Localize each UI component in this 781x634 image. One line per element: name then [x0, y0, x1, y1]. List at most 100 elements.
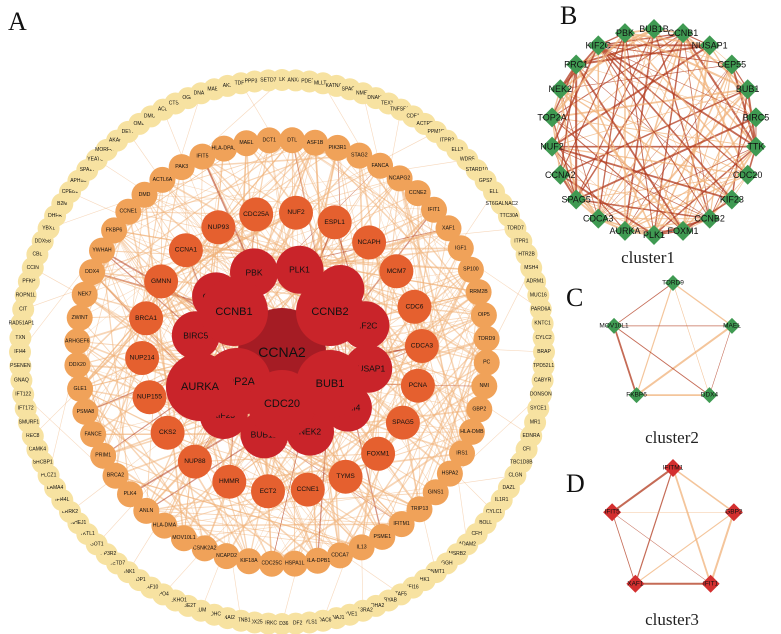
- node-circle: [72, 398, 99, 425]
- node-circle: [79, 259, 106, 286]
- node-bub1: BUB1: [736, 79, 759, 100]
- node-oip5: OIP5: [470, 302, 497, 329]
- node-label: PLCZ1: [41, 473, 57, 479]
- cluster-edge: [598, 88, 748, 219]
- cluster-edge: [559, 32, 626, 176]
- node-fkbp6: FKBP6: [626, 387, 647, 404]
- node-circle: [168, 233, 203, 268]
- node-spag5: SPAG5: [385, 405, 420, 440]
- node-circle: [324, 134, 351, 161]
- node-label: CDCA7: [331, 552, 349, 558]
- node-circle: [133, 497, 160, 524]
- node-label: TDRD9: [478, 336, 495, 342]
- network-edge: [218, 147, 338, 228]
- node-label: ELL3: [451, 147, 463, 153]
- node-label: CRYAB: [380, 598, 397, 604]
- node-label: PC: [483, 360, 490, 366]
- node-circle: [149, 166, 176, 193]
- node-label: BUB1: [316, 378, 345, 390]
- network-edge: [267, 361, 488, 492]
- node-sp100: SP100: [457, 256, 484, 283]
- node-label: IFIT5: [196, 154, 208, 160]
- node-label: CDC6: [406, 303, 424, 310]
- cluster-edge: [597, 33, 626, 219]
- node-label: CDC20: [733, 170, 763, 180]
- node-label: CDC25A: [243, 211, 270, 218]
- node-ncapg2: NCAPG2: [386, 165, 413, 192]
- node-label: PLK1: [643, 230, 665, 240]
- node-circle: [151, 512, 178, 539]
- node-circle: [279, 127, 306, 154]
- node-label: SYCE1: [530, 406, 547, 412]
- cluster-edge: [559, 89, 599, 219]
- cluster-edge: [730, 64, 757, 147]
- node-label: KIF23: [720, 194, 744, 204]
- node-kif18a: KIF18A: [235, 548, 262, 575]
- node-label: XAF1: [442, 225, 455, 231]
- node-xaf1: XAF1: [626, 574, 645, 593]
- node-label: PBK: [616, 28, 634, 38]
- node-label: NMI: [480, 383, 490, 389]
- node-label: WDR5: [460, 157, 475, 163]
- node-label: CPEB1: [62, 189, 79, 195]
- node-label: CCNB2: [694, 214, 725, 224]
- node-plk1: PLK1: [275, 245, 324, 294]
- node-ccne1: CCNE1: [290, 472, 325, 507]
- node-circle: [275, 245, 324, 294]
- node-ifitm1: IFITM1: [388, 511, 415, 538]
- cluster-edge: [559, 88, 684, 232]
- node-circle: [406, 496, 433, 523]
- node-dtl: DTL: [279, 127, 306, 154]
- node-diamond: [606, 317, 623, 334]
- network-edge: [84, 139, 293, 296]
- node-gbp2: GBP2: [724, 503, 743, 522]
- node-label: SETD7: [260, 77, 276, 83]
- node-label: PCNA: [409, 382, 428, 389]
- network-edge: [164, 525, 362, 548]
- node-label: PSME1: [374, 534, 392, 540]
- node-label: HYLS1: [301, 620, 317, 626]
- node-circle: [67, 375, 94, 402]
- cluster-edge: [672, 282, 733, 327]
- cluster-edge: [551, 44, 600, 148]
- node-label: IFIT1: [428, 207, 440, 213]
- node-label: GOT1: [90, 541, 104, 547]
- cluster-edge: [682, 33, 711, 219]
- node-kif2c: KIF2C: [586, 35, 612, 56]
- node-label: DONSON: [530, 392, 552, 398]
- node-diamond: [542, 107, 563, 128]
- node-cdc25a: CDC25A: [239, 197, 274, 232]
- node-circle: [348, 534, 375, 561]
- node-label: DDX20: [69, 362, 86, 368]
- node-circle: [168, 154, 195, 181]
- node-label: DHFR: [48, 213, 62, 219]
- node-circle: [473, 349, 500, 376]
- cluster-edge: [551, 146, 748, 176]
- node-label: CCNE1: [120, 209, 138, 215]
- cluster-edge: [624, 32, 757, 118]
- cluster-edge: [575, 64, 655, 236]
- node-circle: [177, 444, 212, 479]
- node-label: HSPA2: [442, 471, 459, 477]
- network-edge: [400, 314, 485, 525]
- node-label: GPS2: [479, 178, 493, 184]
- node-label: DDX58: [35, 238, 51, 244]
- node-label: AKAP3: [109, 138, 125, 144]
- cluster-edge: [624, 33, 733, 200]
- node-label: DDX4: [85, 269, 99, 275]
- cluster-edge: [597, 44, 749, 176]
- node-label: TOP2A: [537, 112, 566, 122]
- node-ccnb1: CCNB1: [200, 278, 268, 346]
- node-ccnb1: CCNB1: [668, 23, 698, 44]
- node-label: OGN: [182, 95, 194, 101]
- node-circle: [328, 459, 363, 494]
- node-label: SPAG4: [342, 86, 359, 92]
- node-label: ARHGEF6: [65, 338, 90, 344]
- cluster-edge: [611, 512, 711, 584]
- node-xaf1: XAF1: [435, 215, 462, 242]
- node-label: DDX4: [701, 392, 719, 399]
- node-fkbp6: FKBP6: [101, 217, 128, 244]
- node-label: IPO4: [157, 591, 169, 597]
- node-arhgef6: ARHGEF6: [64, 328, 91, 355]
- node-ifit1: IFIT1: [421, 196, 447, 223]
